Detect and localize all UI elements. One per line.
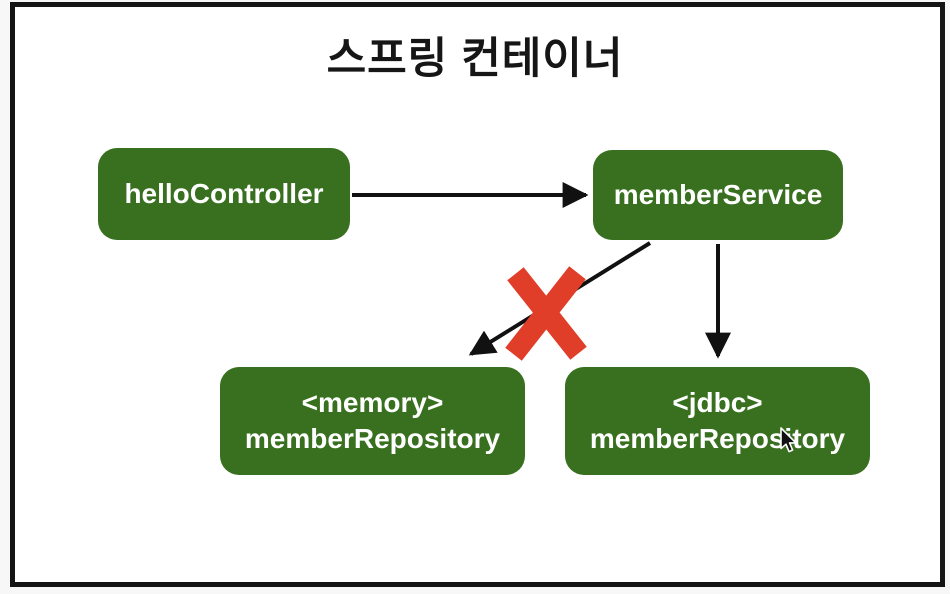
node-hellocontroller-label: helloController bbox=[124, 178, 324, 210]
node-memory-type-label: <memory> bbox=[301, 387, 444, 419]
node-jdbc-type-label: <jdbc> bbox=[672, 387, 763, 419]
node-jdbc-memberrepository: <jdbc> memberRepository bbox=[565, 367, 870, 475]
node-memory-name-label: memberRepository bbox=[244, 423, 501, 454]
diagram-title: 스프링 컨테이너 bbox=[326, 35, 624, 83]
node-jdbc-name-label: memberRepository bbox=[589, 423, 846, 454]
node-memory-memberrepository: <memory> memberRepository bbox=[220, 367, 525, 475]
node-hellocontroller: helloController bbox=[98, 148, 350, 240]
diagram-frame bbox=[10, 2, 945, 587]
node-memberservice-label: memberService bbox=[613, 179, 823, 211]
node-memberservice: memberService bbox=[593, 150, 843, 240]
